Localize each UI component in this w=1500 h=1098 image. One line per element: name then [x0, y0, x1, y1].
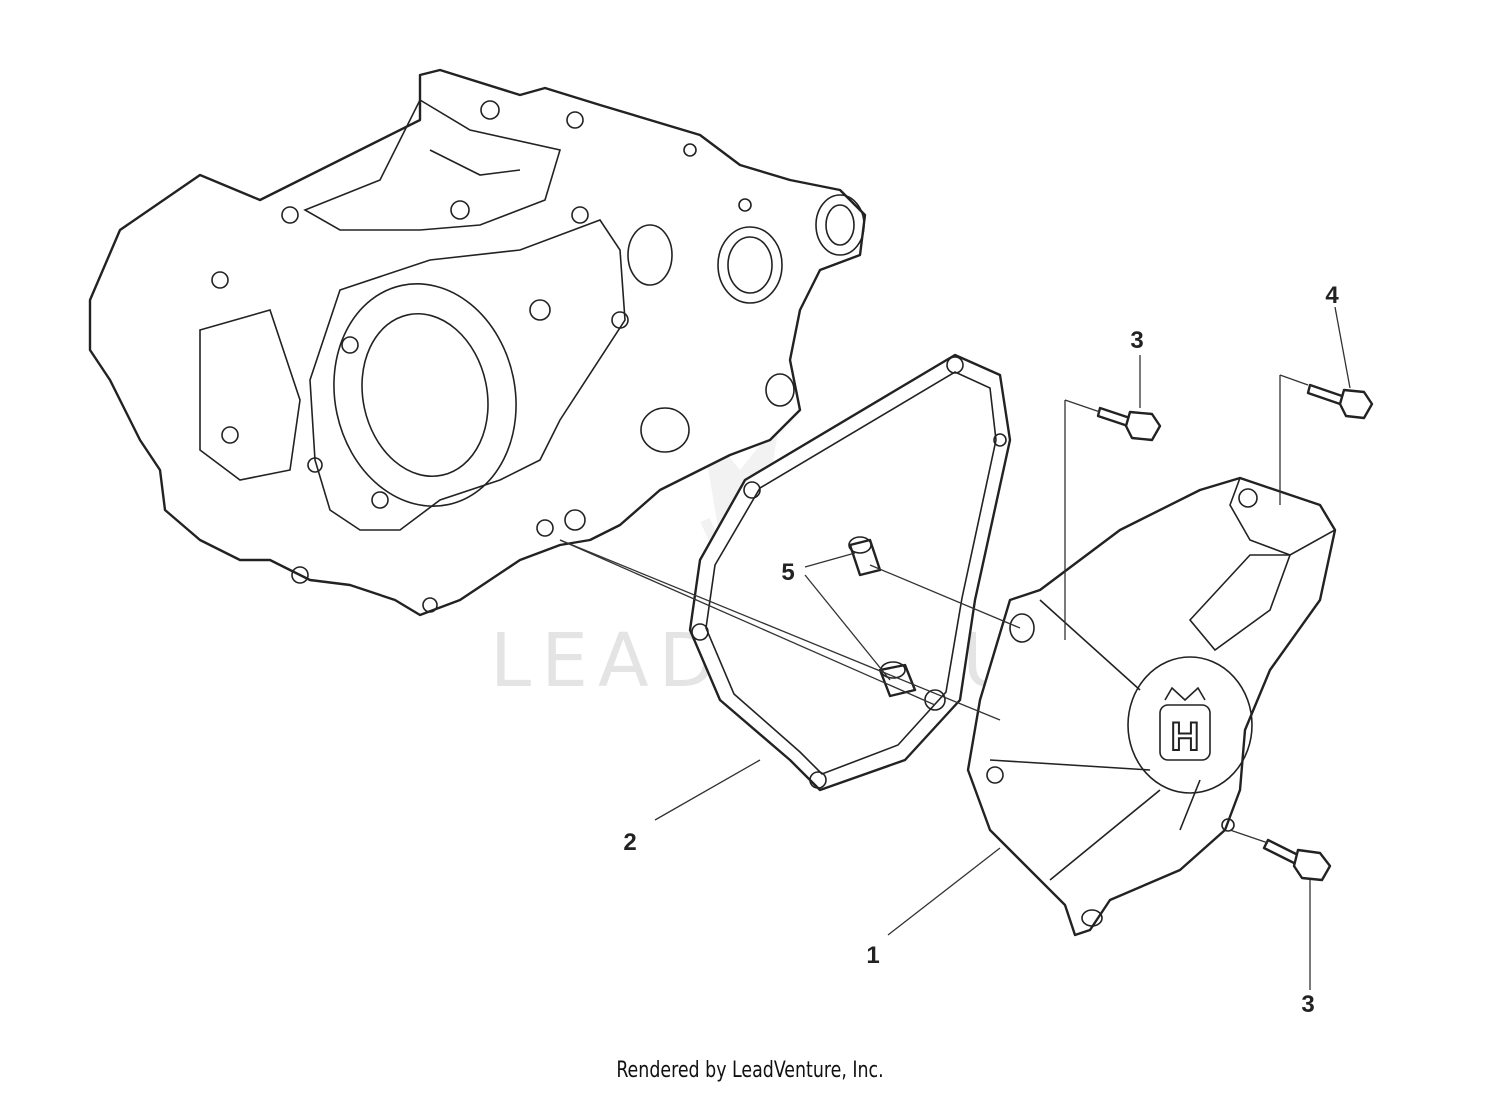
husqvarna-logo-icon: H: [1159, 686, 1211, 761]
svg-text:H: H: [1171, 715, 1200, 759]
parts-diagram: LEADVENTURE: [88, 68, 1374, 1018]
bolt-top-right: [1306, 383, 1374, 420]
bolt-upper: [1096, 406, 1162, 442]
callout-1: 1: [866, 942, 879, 969]
footer-credit: Rendered by LeadVenture, Inc.: [616, 1058, 884, 1083]
gasket: [688, 353, 1012, 792]
leader-lines: [654, 306, 1351, 990]
alignment-lines: [559, 374, 1309, 844]
callout-5: 5: [781, 559, 794, 586]
ignition-cover: H: [966, 476, 1337, 937]
callout-2: 2: [623, 829, 636, 856]
callouts: 1 2 3 3 4 5: [623, 282, 1339, 1018]
callout-4: 4: [1325, 282, 1339, 309]
crankcase: [88, 68, 867, 617]
bolt-lower: [1262, 838, 1332, 882]
callout-3-upper: 3: [1130, 327, 1143, 354]
callout-3-lower: 3: [1301, 991, 1314, 1018]
